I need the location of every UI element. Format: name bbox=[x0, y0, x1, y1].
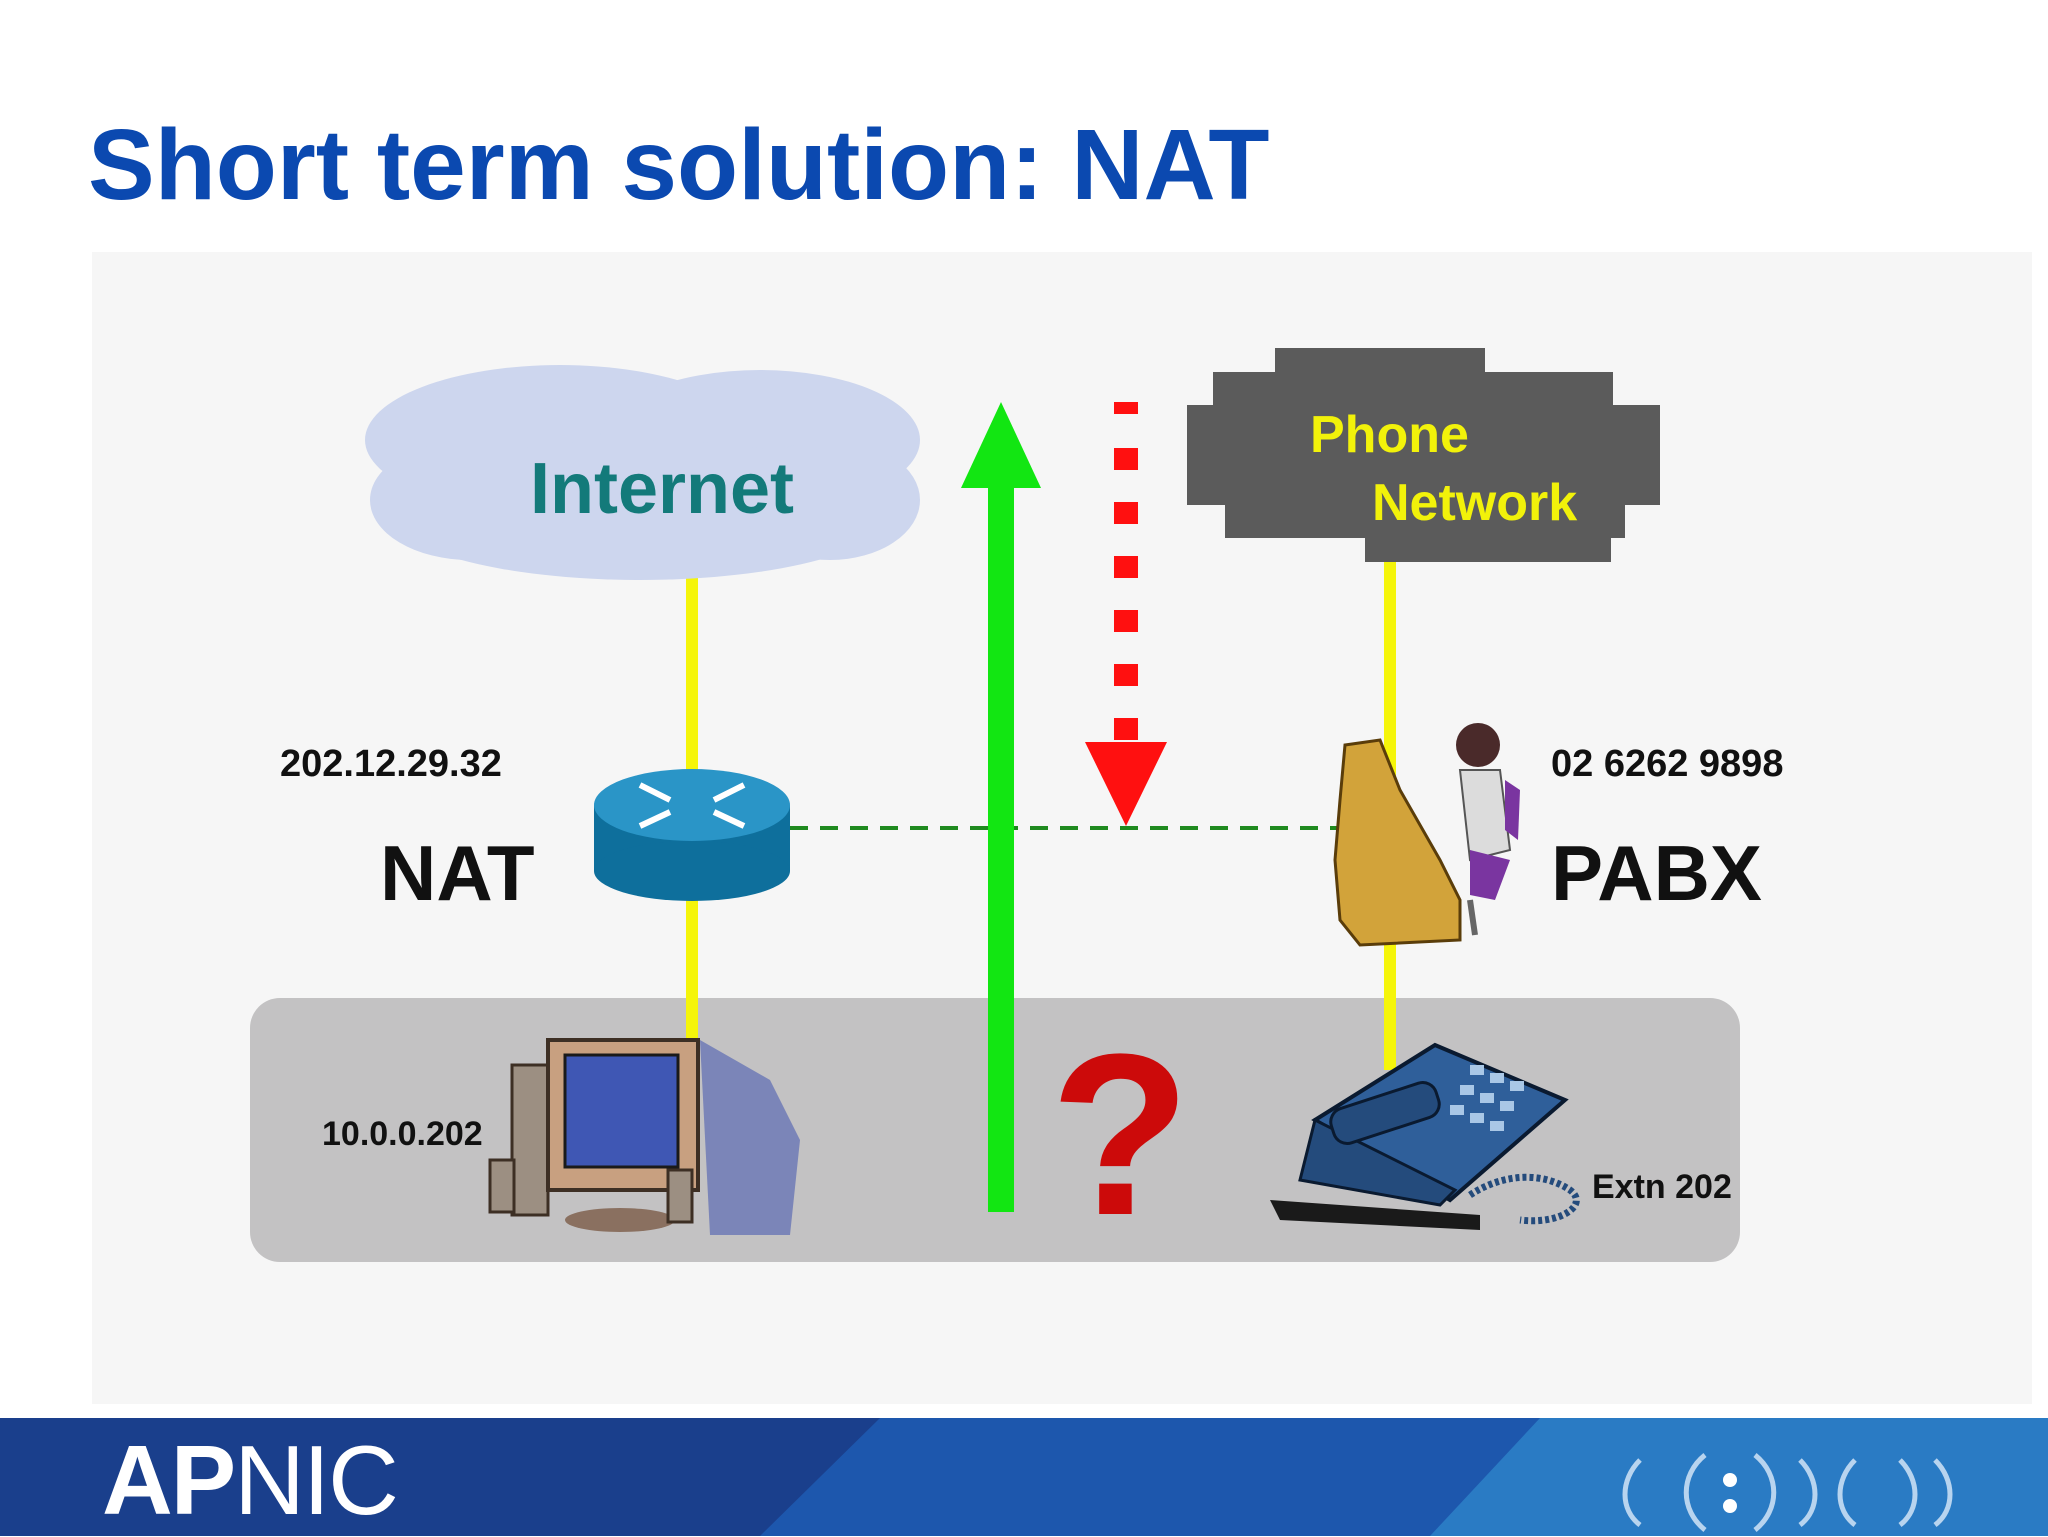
outbound-arrow bbox=[961, 402, 1041, 1212]
internet-label: Internet bbox=[530, 449, 795, 529]
phone-network-label-line2: Network bbox=[1372, 474, 1578, 532]
apnic-wordmark-rest: NIC bbox=[234, 1425, 399, 1535]
pabx-label: PABX bbox=[1551, 829, 1762, 917]
telephone-icon bbox=[1270, 1042, 1580, 1230]
phone-network-cloud bbox=[1187, 348, 1660, 562]
slide-title: Short term solution: NAT bbox=[88, 109, 1270, 221]
computer-icon bbox=[488, 1038, 800, 1235]
pc-ip-address: 10.0.0.202 bbox=[322, 1115, 483, 1153]
pabx-number: 02 6262 9898 bbox=[1551, 743, 1784, 785]
footer-band bbox=[0, 1418, 2048, 1536]
operator-icon bbox=[1333, 723, 1520, 947]
phone-network-label-line1: Phone bbox=[1310, 406, 1469, 464]
router-icon bbox=[594, 769, 790, 901]
keypad bbox=[1450, 1065, 1524, 1131]
nat-ip-address: 202.12.29.32 bbox=[280, 743, 502, 785]
internet-cloud bbox=[365, 365, 920, 580]
inbound-arrow bbox=[1085, 402, 1167, 826]
apnic-wordmark-bold: AP bbox=[102, 1425, 236, 1535]
apnic-logo bbox=[1622, 1453, 1953, 1532]
apnic-wordmark: APNIC bbox=[102, 1424, 399, 1537]
question-mark: ? bbox=[1050, 1006, 1191, 1263]
nat-label: NAT bbox=[380, 829, 535, 917]
extension-label: Extn 202 bbox=[1592, 1168, 1732, 1206]
